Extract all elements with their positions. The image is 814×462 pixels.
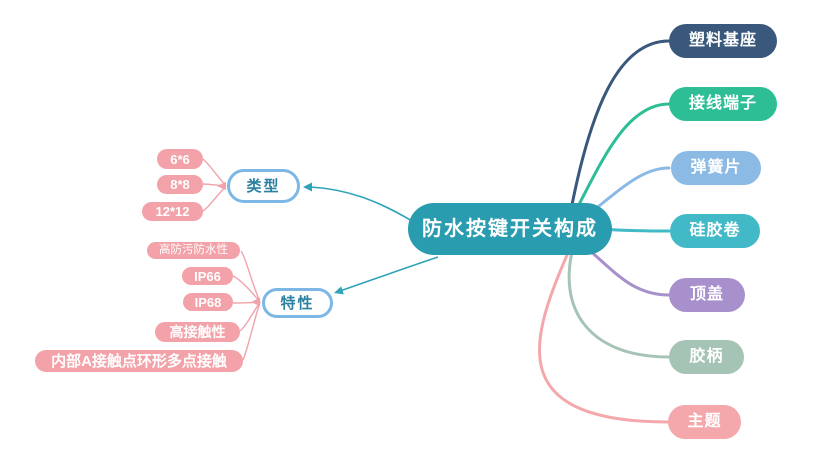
node-top-cover[interactable]: 顶盖 bbox=[669, 278, 745, 312]
node-spring-plate[interactable]: 弹簧片 bbox=[671, 151, 761, 185]
child-line-6x6 bbox=[202, 158, 227, 187]
root-node[interactable]: 防水按键开关构成 bbox=[408, 203, 612, 255]
node-silicone-roll[interactable]: 硅胶卷 bbox=[670, 214, 760, 248]
node-feature-ip66[interactable]: IP66 bbox=[182, 267, 233, 285]
node-type-8x8[interactable]: 8*8 bbox=[157, 175, 203, 194]
child-line-multipoint-contact bbox=[242, 301, 261, 361]
node-type-12x12[interactable]: 12*12 bbox=[142, 202, 203, 221]
node-type-6x6[interactable]: 6*6 bbox=[157, 149, 203, 169]
node-rubber-handle[interactable]: 胶柄 bbox=[669, 340, 744, 374]
branch-line-rubber-handle bbox=[567, 242, 671, 359]
node-type[interactable]: 类型 bbox=[227, 169, 300, 203]
node-feature-waterproofness[interactable]: 高防污防水性 bbox=[147, 242, 240, 259]
arrow-line-type bbox=[309, 186, 413, 222]
node-feature-high-contact[interactable]: 高接触性 bbox=[155, 322, 240, 342]
node-theme[interactable]: 主题 bbox=[668, 405, 741, 439]
arrowhead-feature-icon bbox=[334, 286, 344, 295]
branch-line-theme bbox=[538, 246, 671, 424]
arrow-line-feature bbox=[339, 256, 439, 292]
child-line-ip66 bbox=[232, 275, 261, 303]
node-feature-multipoint-contact[interactable]: 内部A接触点环形多点接触 bbox=[35, 350, 243, 372]
child-line-8x8 bbox=[202, 183, 227, 187]
branch-line-wiring-terminal bbox=[570, 102, 671, 220]
child-line-12x12 bbox=[202, 185, 227, 212]
node-wiring-terminal[interactable]: 接线端子 bbox=[669, 87, 777, 121]
child-line-ip68 bbox=[232, 301, 261, 304]
node-feature[interactable]: 特性 bbox=[262, 288, 333, 318]
arrowhead-type-icon bbox=[303, 182, 312, 192]
child-line-waterproofness bbox=[240, 250, 261, 303]
node-plastic-base[interactable]: 塑料基座 bbox=[669, 24, 777, 58]
node-feature-ip68[interactable]: IP68 bbox=[183, 293, 233, 311]
child-line-high-contact bbox=[239, 301, 261, 332]
branch-line-plastic-base bbox=[568, 39, 671, 217]
